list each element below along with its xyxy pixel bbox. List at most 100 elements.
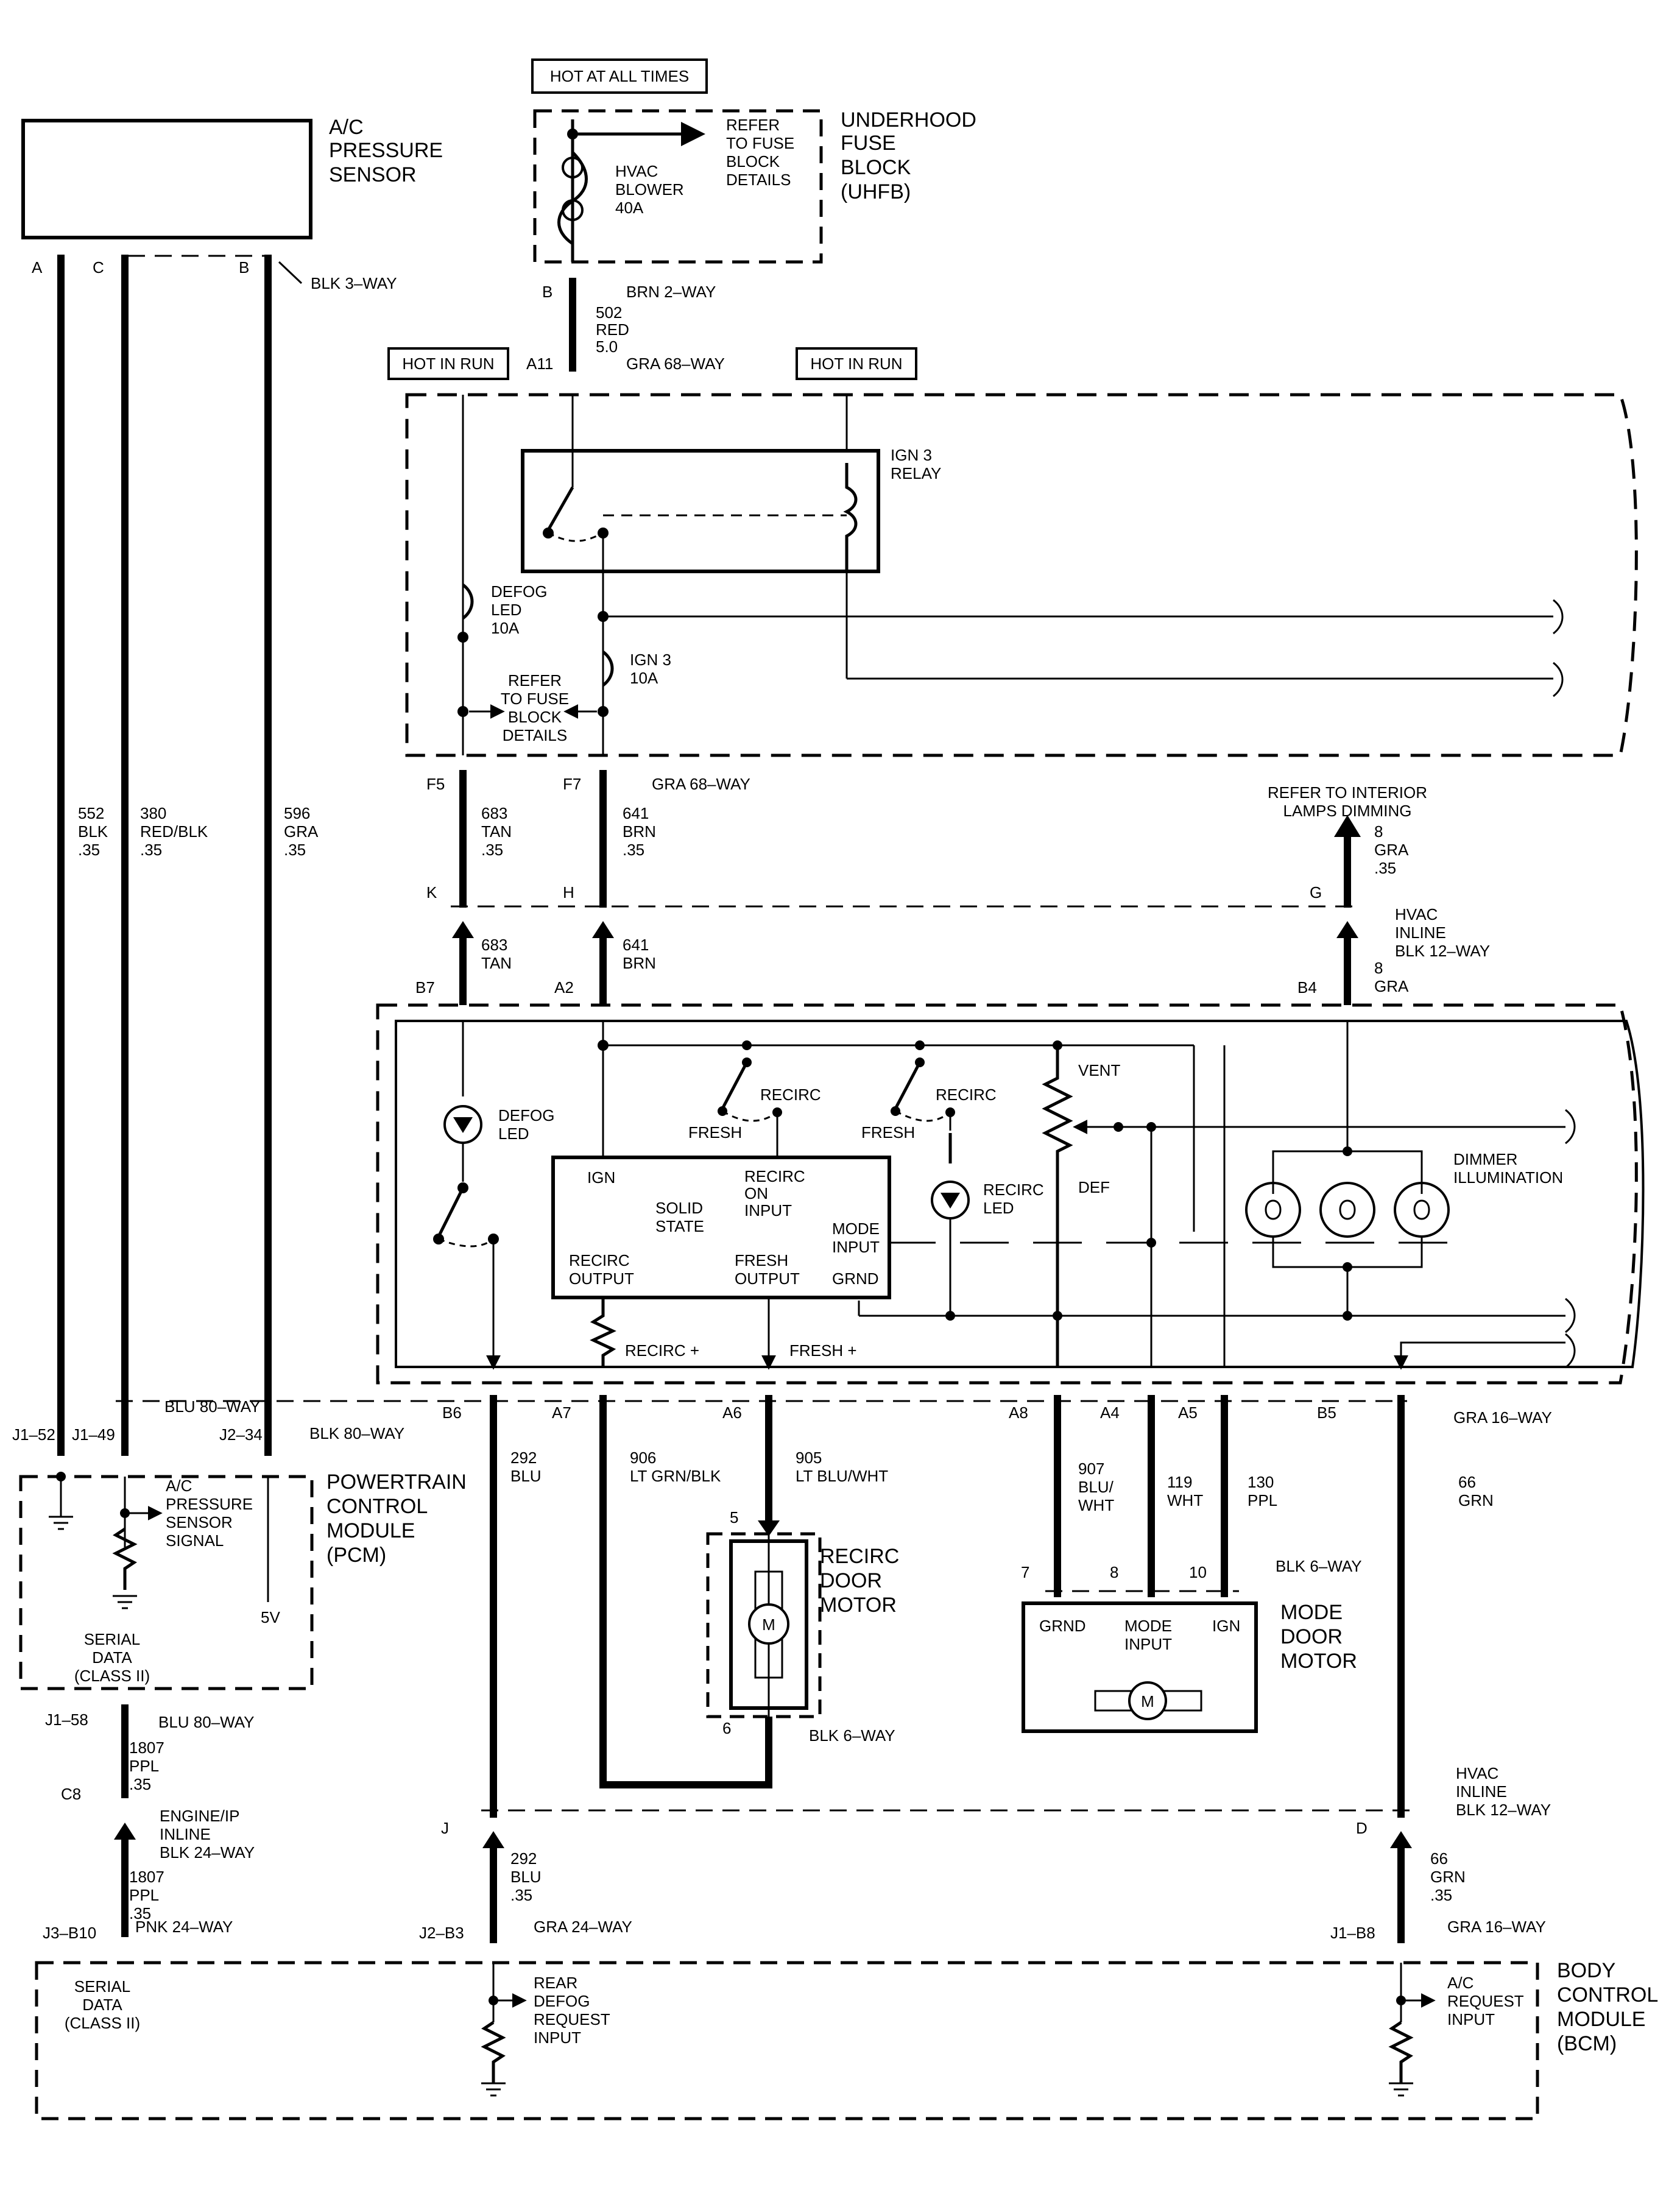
pin-j3-b10: J3–B10: [43, 1924, 96, 1942]
ign3-fuse-2: 10A: [630, 669, 658, 687]
wire-292b-3: .35: [510, 1886, 532, 1904]
pin-a: A: [32, 258, 43, 277]
defog-fuse-1: DEFOG: [491, 582, 547, 601]
pcm-title-2: CONTROL: [326, 1495, 428, 1518]
fresh-2: FRESH: [861, 1123, 915, 1142]
refer-fuse-2c: BLOCK: [508, 708, 562, 726]
bcm-title-1: BODY: [1557, 1959, 1615, 1982]
ss-recirc-on-3: INPUT: [744, 1201, 792, 1220]
mode-motor-title-2: DOOR: [1280, 1625, 1343, 1648]
wire-66b-3: .35: [1430, 1886, 1452, 1904]
pin-a11: A11: [526, 355, 553, 373]
pin-h: H: [563, 883, 574, 902]
hvac-blower-2: BLOWER: [615, 180, 684, 199]
pin-a6: A6: [722, 1403, 742, 1422]
ac-request-3: INPUT: [1447, 2010, 1495, 2028]
serial-data-bcm-1: SERIAL: [74, 1977, 131, 1996]
pin-j2-34: J2–34: [219, 1425, 263, 1444]
ac-pressure-sensor-title-2: PRESSURE: [329, 139, 443, 162]
wire-292a-1: 292: [510, 1449, 537, 1467]
dimmer-1: DIMMER: [1453, 1150, 1517, 1168]
serial-data-bcm-2: DATA: [82, 1996, 122, 2014]
mm-ign: IGN: [1212, 1617, 1240, 1635]
pin-j2-b3: J2–B3: [419, 1924, 464, 1942]
wire-8a-3: .35: [1374, 859, 1396, 877]
wire-906-2: LT GRN/BLK: [630, 1467, 721, 1485]
pin-k: K: [426, 883, 437, 902]
wire-380-2: RED/BLK: [140, 822, 208, 841]
pcm-module: 5V A/C PRESSURE SENSOR SIGNAL SERIAL DAT…: [19, 1470, 467, 1690]
pin-a2: A2: [554, 978, 574, 997]
wire-502-2: RED: [596, 320, 629, 339]
serial-data-1: SERIAL: [84, 1630, 141, 1648]
defog-fuse-3: 10A: [491, 619, 520, 637]
serial-data-bcm-3: (CLASS II): [65, 2014, 140, 2032]
recirc-2: RECIRC: [936, 1086, 997, 1104]
ss-grnd: GRND: [832, 1269, 879, 1288]
wire-130-1: 130: [1248, 1473, 1274, 1491]
wire-1807a-3: .35: [129, 1775, 151, 1793]
rear-defog-1: REAR: [534, 1974, 577, 1992]
ss-recirc-on-2: ON: [744, 1184, 768, 1202]
rear-defog-2: DEFOG: [534, 1992, 590, 2010]
ss-recirc-out-2: OUTPUT: [569, 1269, 634, 1288]
ac-pressure-sensor-title-1: A/C: [329, 116, 364, 139]
pin-g: G: [1310, 883, 1322, 902]
ss-recirc-on-1: RECIRC: [744, 1167, 805, 1185]
uhfb-title-2: FUSE: [841, 132, 896, 155]
pin-b5: B5: [1317, 1403, 1336, 1422]
mm-mode-1: MODE: [1124, 1617, 1172, 1635]
connector-blu-80way-1: BLU 80–WAY: [164, 1397, 261, 1416]
fresh-plus: FRESH +: [789, 1341, 857, 1360]
wire-8b-2: GRA: [1374, 977, 1409, 995]
wire-66b-2: GRN: [1430, 1868, 1466, 1886]
ign3-relay-1: IGN 3: [891, 446, 932, 464]
refer-fuse-1b: TO FUSE: [726, 134, 794, 152]
wire-502-3: 5.0: [596, 337, 618, 356]
connector-blk-3way: BLK 3–WAY: [311, 274, 397, 292]
hvac-inline-b1: HVAC: [1456, 1764, 1498, 1782]
connector-brn-2way: BRN 2–WAY: [626, 283, 716, 301]
engine-ip-2: INLINE: [160, 1825, 211, 1843]
connector-blk-80way: BLK 80–WAY: [309, 1424, 404, 1442]
pin-b-top: B: [542, 283, 552, 301]
wire-905-2: LT BLU/WHT: [796, 1467, 888, 1485]
hvac-blower-1: HVAC: [615, 162, 658, 180]
wire-641a-3: .35: [623, 841, 644, 859]
pin-a8: A8: [1009, 1403, 1028, 1422]
fresh-1: FRESH: [688, 1123, 742, 1142]
rear-defog-4: INPUT: [534, 2028, 581, 2047]
pin-c: C: [93, 258, 104, 277]
connector-gra-16way-2: GRA 16–WAY: [1447, 1918, 1546, 1936]
fuse-relay-area: IGN 3 RELAY DEFOG LED 10A IGN 3 10A REFE…: [405, 393, 1638, 757]
interior-lamps-1: REFER TO INTERIOR: [1268, 783, 1427, 802]
wire-502: B BRN 2–WAY 502 RED 5.0 A11 GRA 68–WAY: [526, 278, 725, 373]
wire-292b-2: BLU: [510, 1868, 542, 1886]
ss-fresh-out-2: OUTPUT: [735, 1269, 800, 1288]
pin-j: J: [441, 1819, 449, 1837]
hvac-blower-3: 40A: [615, 199, 644, 217]
mode-motor-title-3: MOTOR: [1280, 1650, 1357, 1673]
hvac-control-area: DEFOG LED RECIRC FRESH RECIRC FRESH RECI…: [376, 1003, 1645, 1385]
wire-8a-1: 8: [1374, 822, 1383, 841]
wire-641a-2: BRN: [623, 822, 656, 841]
wire-596-2: GRA: [284, 822, 319, 841]
pin-f7: F7: [563, 775, 581, 793]
hvac-inline-1: HVAC: [1395, 905, 1438, 923]
underhood-fuse-block: HOT AT ALL TIMES HVAC BLOWER 40A REFER T…: [531, 58, 976, 264]
wire-596-1: 596: [284, 804, 310, 822]
recirc-motor-m: M: [762, 1615, 775, 1634]
wire-66a-2: GRN: [1458, 1491, 1494, 1509]
interior-lamps-2: LAMPS DIMMING: [1283, 802, 1412, 820]
wire-905-1: 905: [796, 1449, 822, 1467]
pin-a4: A4: [1100, 1403, 1120, 1422]
defog-fuse-2: LED: [491, 601, 522, 619]
pin-6: 6: [722, 1719, 731, 1737]
pin-a5: A5: [1178, 1403, 1198, 1422]
uhfb-title-1: UNDERHOOD: [841, 108, 976, 132]
pin-d: D: [1356, 1819, 1368, 1837]
pin-5: 5: [730, 1508, 738, 1527]
ss-mode-2: INPUT: [832, 1238, 880, 1256]
refer-fuse-2d: DETAILS: [503, 726, 567, 744]
